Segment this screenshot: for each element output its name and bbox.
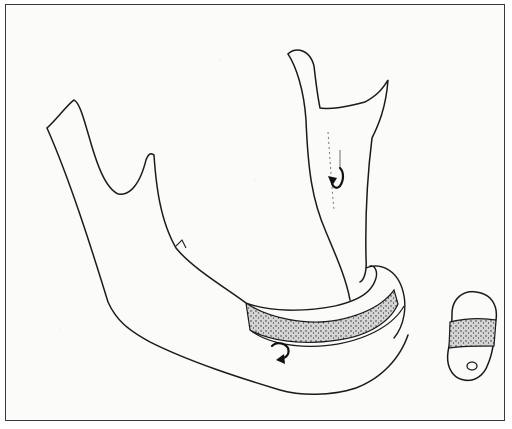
right-ramus-inner-line bbox=[328, 132, 334, 210]
curved-arrow-down-icon bbox=[272, 343, 289, 364]
right-ramus-outline bbox=[288, 50, 388, 282]
graft-cross-section bbox=[448, 292, 497, 381]
right-ramus-posterior-border bbox=[288, 54, 350, 300]
left-ramus-outline bbox=[47, 100, 246, 303]
inner-body-arc bbox=[246, 266, 377, 310]
paper-texture bbox=[59, 59, 470, 395]
fracture-mark bbox=[176, 240, 186, 248]
bone-graft-band bbox=[246, 290, 398, 342]
left-ramus-posterior-border bbox=[47, 128, 408, 394]
